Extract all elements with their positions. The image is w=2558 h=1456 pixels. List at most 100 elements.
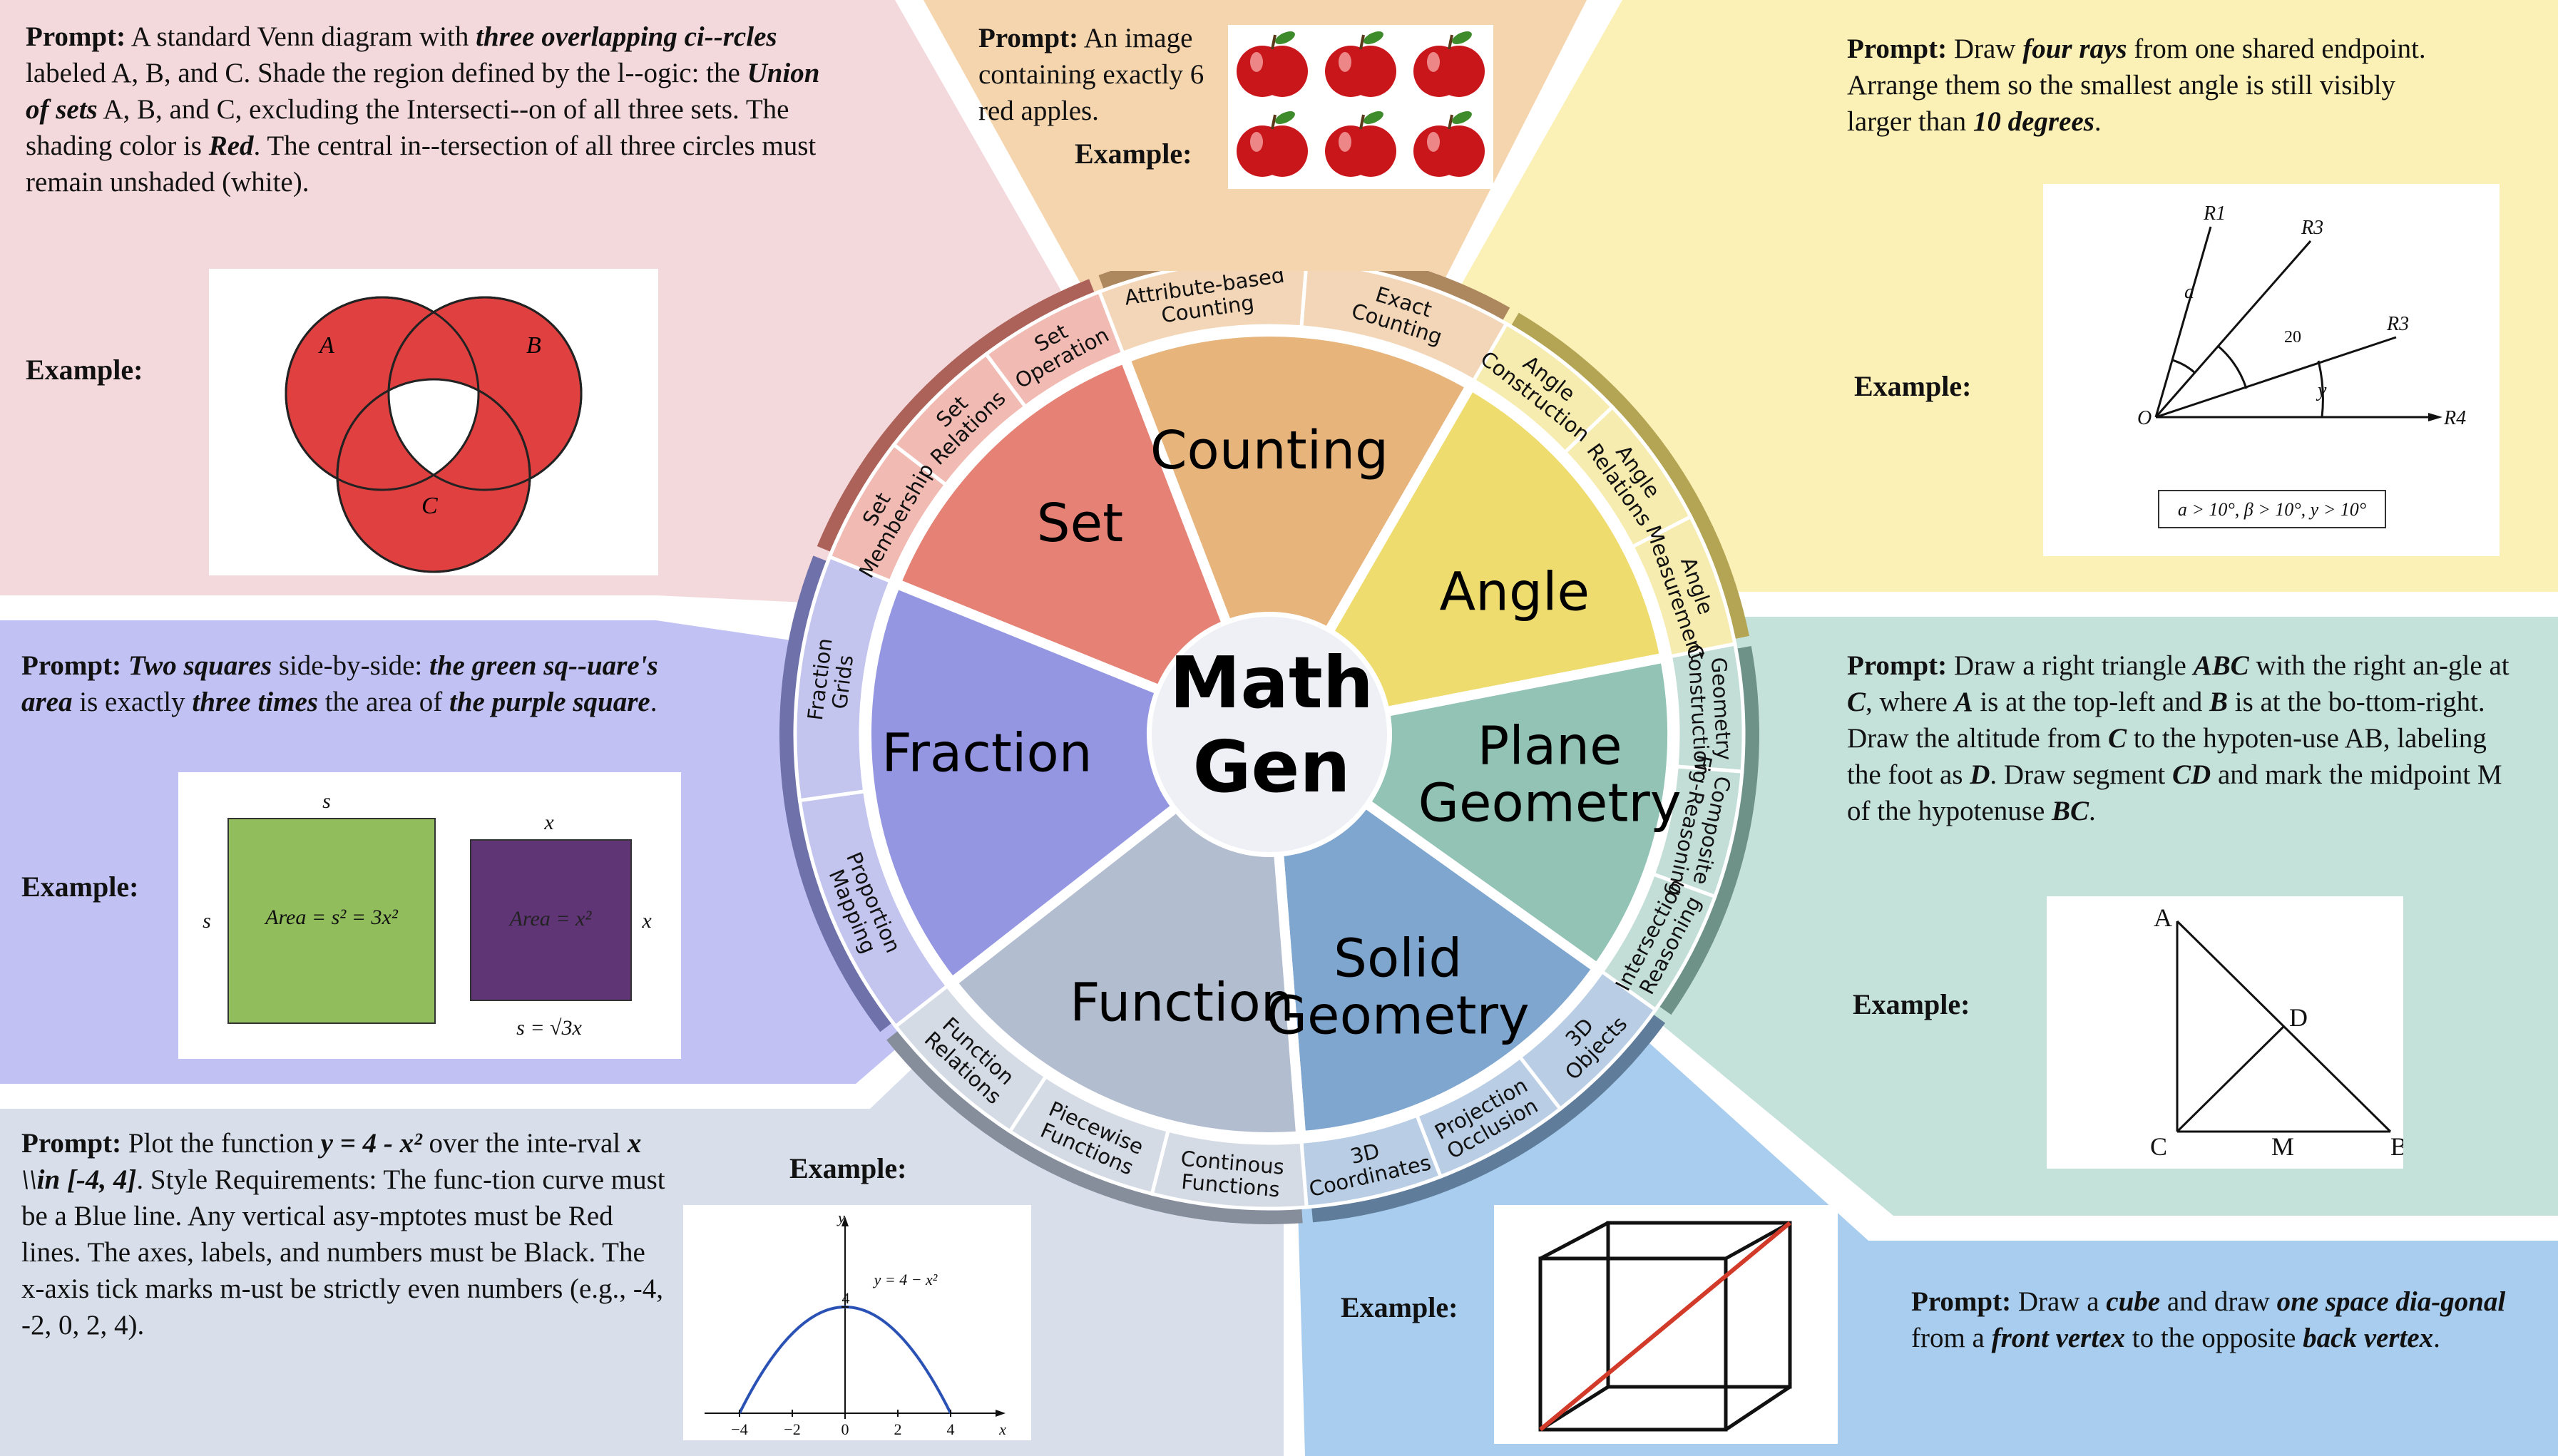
plane-prompt-segment: ABC (2193, 650, 2249, 681)
fraction-prompt-segment: Two squares (128, 650, 272, 681)
angle-prompt-segment: Draw (1947, 34, 2023, 64)
set-prompt-segment: -rcles (713, 21, 777, 52)
origin-label: O (2137, 407, 2152, 429)
venn-label-a: A (318, 332, 334, 359)
sub-label-function: ContinousFunctions (1178, 1147, 1286, 1202)
green-square (227, 818, 436, 1024)
solid-prompt: Prompt: Draw a cube and draw one space d… (1911, 1283, 2532, 1356)
function-prompt: Prompt: Plot the function y = 4 - x² ove… (21, 1125, 667, 1343)
set-prompt-label: Prompt: (26, 21, 126, 52)
cube-space-diagonal (1539, 1221, 1791, 1432)
y-tick-4: 4 (842, 1289, 850, 1307)
altitude-cd (2176, 1025, 2286, 1133)
rim-plane-geometry (1659, 645, 1759, 1015)
function-prompt-segment: . Style Requirements: The func-tion curv… (21, 1164, 665, 1340)
x-tick-0: 0 (841, 1420, 849, 1438)
angle-prompt-label: Prompt: (1847, 34, 1948, 64)
fraction-prompt-segment: the area of (317, 687, 450, 717)
fraction-prompt-segment: . (650, 687, 658, 717)
solid-prompt-segment: front vertex (1991, 1323, 2126, 1353)
set-prompt-segment: labeled A, B, and C. Shade the region de… (26, 58, 635, 88)
apple (1237, 111, 1308, 177)
category-label-line: Counting (1150, 420, 1388, 481)
sub-label-line: Geometry (1707, 657, 1736, 761)
ray-r3-lower (2155, 336, 2397, 419)
point-label-c: C (2150, 1132, 2167, 1161)
category-wheel: SetMembershipSetRelationsSetOperationAtt… (779, 271, 1759, 1224)
angle-arc-y (2317, 360, 2324, 418)
ray-label-r3-lower: R3 (2386, 313, 2409, 335)
triangle-card: A D C M B (2047, 896, 2403, 1169)
apple (1237, 31, 1308, 97)
set-prompt-segment: Red (208, 130, 254, 161)
category-label-line: Function (1070, 973, 1294, 1034)
apples-image (1237, 31, 1485, 177)
constraint-text: a > 10°, β > 10°, y > 10° (2178, 499, 2366, 520)
fraction-prompt-segment: is exactly (72, 687, 193, 717)
plane-prompt-segment: to the hypoten-use AB, labeling the foot… (1847, 723, 2487, 790)
angle-example-label: Example: (1854, 370, 1972, 402)
solid-prompt-segment: one space dia-gonal (2276, 1286, 2506, 1317)
function-prompt-segment: x \\in [-4, 4] (21, 1128, 642, 1195)
apple (1413, 31, 1485, 97)
function-prompt-segment: over the inte-rval (421, 1128, 628, 1159)
counting-prompt: Prompt: An image containing exactly 6 re… (978, 20, 1235, 129)
purple-top-side-label: x (543, 811, 554, 834)
angle-arc-a (2171, 359, 2196, 374)
category-label-line: Fraction (881, 723, 1092, 784)
set-prompt-segment: -on of all three sets. The shading color… (26, 94, 789, 161)
category-label-line: Angle (1440, 562, 1590, 623)
angle-label-20: 20 (2284, 328, 2301, 347)
plane-prompt-segment: , where (1866, 687, 1955, 717)
rays-diagram: R1 R3 R3 R4 O a 20 y a > 10°, β > 10°, y… (2137, 202, 2466, 528)
ray-r1 (2154, 226, 2212, 418)
category-label-fraction: Fraction (881, 723, 1092, 784)
counting-example-label: Example: (1075, 138, 1192, 170)
ray-label-r1: R1 (2203, 202, 2226, 225)
counting-prompt-label: Prompt: (978, 23, 1079, 53)
x-tick-neg2: −2 (784, 1420, 800, 1438)
plane-prompt-label: Prompt: (1847, 650, 1948, 681)
plane-prompt-segment: is at the top-left and (1973, 687, 2209, 717)
function-prompt-segment: y = 4 - x² (320, 1128, 422, 1159)
plane-prompt-segment: is at the bo-ttom-right. Draw the altitu… (1847, 687, 2485, 754)
category-label-line: Solid (1334, 928, 1462, 990)
category-label-line: Plane (1478, 715, 1622, 776)
plane-prompt: Prompt: Draw a right triangle ABC with t… (1847, 647, 2510, 829)
apples-card (1228, 25, 1493, 189)
category-label-line: Geometry (1418, 772, 1682, 834)
plane-prompt-segment: B (2209, 687, 2228, 717)
angle-prompt-segment: four rays (2022, 34, 2127, 64)
plane-prompt-segment: . (2089, 796, 2096, 826)
function-example-label: Example: (789, 1152, 907, 1184)
venn-label-c: C (421, 493, 438, 519)
apple (1413, 111, 1485, 177)
angle-prompt: Prompt: Draw four rays from one shared e… (1847, 31, 2453, 140)
category-label-angle: Angle (1440, 562, 1590, 623)
fraction-prompt-segment: side-by-side: (272, 650, 429, 681)
point-label-d: D (2289, 1003, 2308, 1032)
set-prompt-segment: -ogic: the (634, 58, 747, 88)
solid-prompt-segment: cube (2106, 1286, 2161, 1317)
set-example-label: Example: (26, 354, 143, 386)
squares-diagram: Area = s² = 3x² Area = x² s s x x s = √3… (203, 789, 652, 1040)
function-prompt-segment: Plot the function (121, 1128, 321, 1159)
green-area-label: Area = s² = 3x² (264, 906, 399, 929)
solid-prompt-segment: and draw (2160, 1286, 2277, 1317)
purple-area-label: Area = x² (508, 907, 593, 930)
x-tick-2: 2 (894, 1420, 902, 1438)
plane-prompt-segment: C (2108, 723, 2127, 754)
category-label-line: Geometry (1267, 985, 1530, 1047)
category-label-counting: Counting (1150, 420, 1388, 481)
plane-prompt-segment: A (1954, 687, 1973, 717)
purple-right-side-label: x (641, 909, 652, 933)
wheel-center-disc (1152, 617, 1387, 852)
solid-prompt-segment: back vertex (2303, 1323, 2434, 1353)
y-axis-label: y (837, 1209, 845, 1226)
solid-prompt-segment: Draw a (2011, 1286, 2107, 1317)
rim-counting (1098, 271, 1510, 320)
solid-example-label: Example: (1341, 1291, 1458, 1323)
set-prompt-segment: . The central in- (253, 130, 431, 161)
